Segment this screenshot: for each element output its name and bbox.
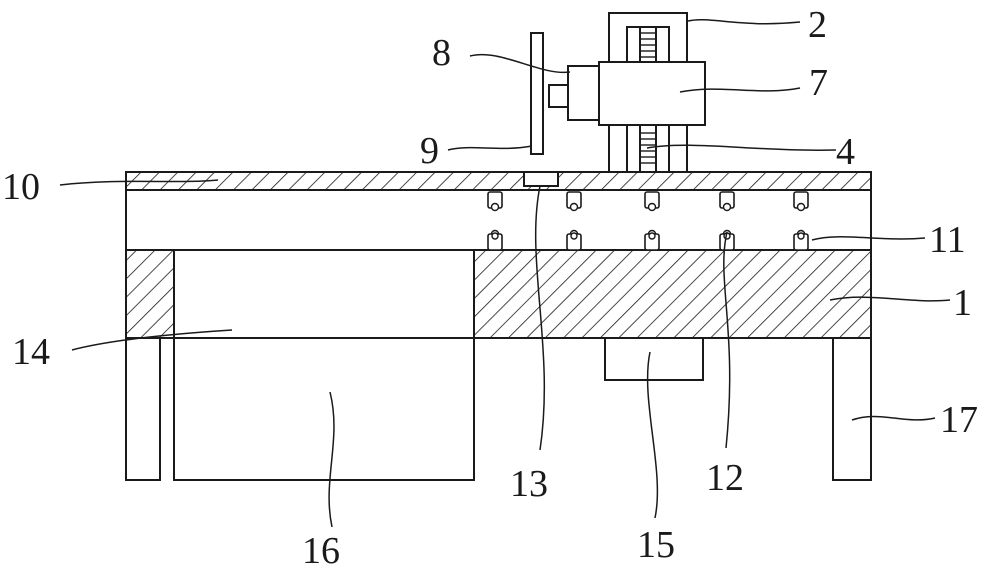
callout-4: 4 xyxy=(836,131,855,173)
callout-2: 2 xyxy=(808,4,827,46)
leader-lines xyxy=(59,18,951,528)
callout-13: 13 xyxy=(510,463,548,505)
motor-block xyxy=(598,61,706,126)
callout-9: 9 xyxy=(420,130,439,172)
callout-15: 15 xyxy=(637,524,675,566)
callout-7: 7 xyxy=(809,62,828,104)
right-leg xyxy=(832,337,872,481)
roller xyxy=(566,191,582,212)
motor-coupling xyxy=(567,65,600,121)
callout-8: 8 xyxy=(432,32,451,74)
roller xyxy=(644,191,660,212)
roller xyxy=(487,229,503,251)
callout-14: 14 xyxy=(12,331,50,373)
roller xyxy=(793,191,809,212)
lower-roller-row xyxy=(487,229,809,251)
top-plate xyxy=(125,171,872,191)
slot xyxy=(523,171,559,187)
roller xyxy=(644,229,660,251)
callout-11: 11 xyxy=(929,219,966,261)
roller xyxy=(566,229,582,251)
left-leg xyxy=(125,337,161,481)
callout-17: 17 xyxy=(940,399,978,441)
roller xyxy=(793,229,809,251)
chute-opening xyxy=(173,249,475,339)
collection-box xyxy=(173,337,475,481)
upper-roller-row xyxy=(487,191,809,212)
roller xyxy=(719,191,735,212)
callout-10: 10 xyxy=(2,166,40,208)
under-table-block xyxy=(604,337,704,381)
shaft-collar xyxy=(548,84,569,108)
callout-12: 12 xyxy=(706,457,744,499)
roller xyxy=(487,191,503,212)
callout-1: 1 xyxy=(953,282,972,324)
callout-16: 16 xyxy=(302,530,340,572)
saw-blade xyxy=(530,32,544,155)
